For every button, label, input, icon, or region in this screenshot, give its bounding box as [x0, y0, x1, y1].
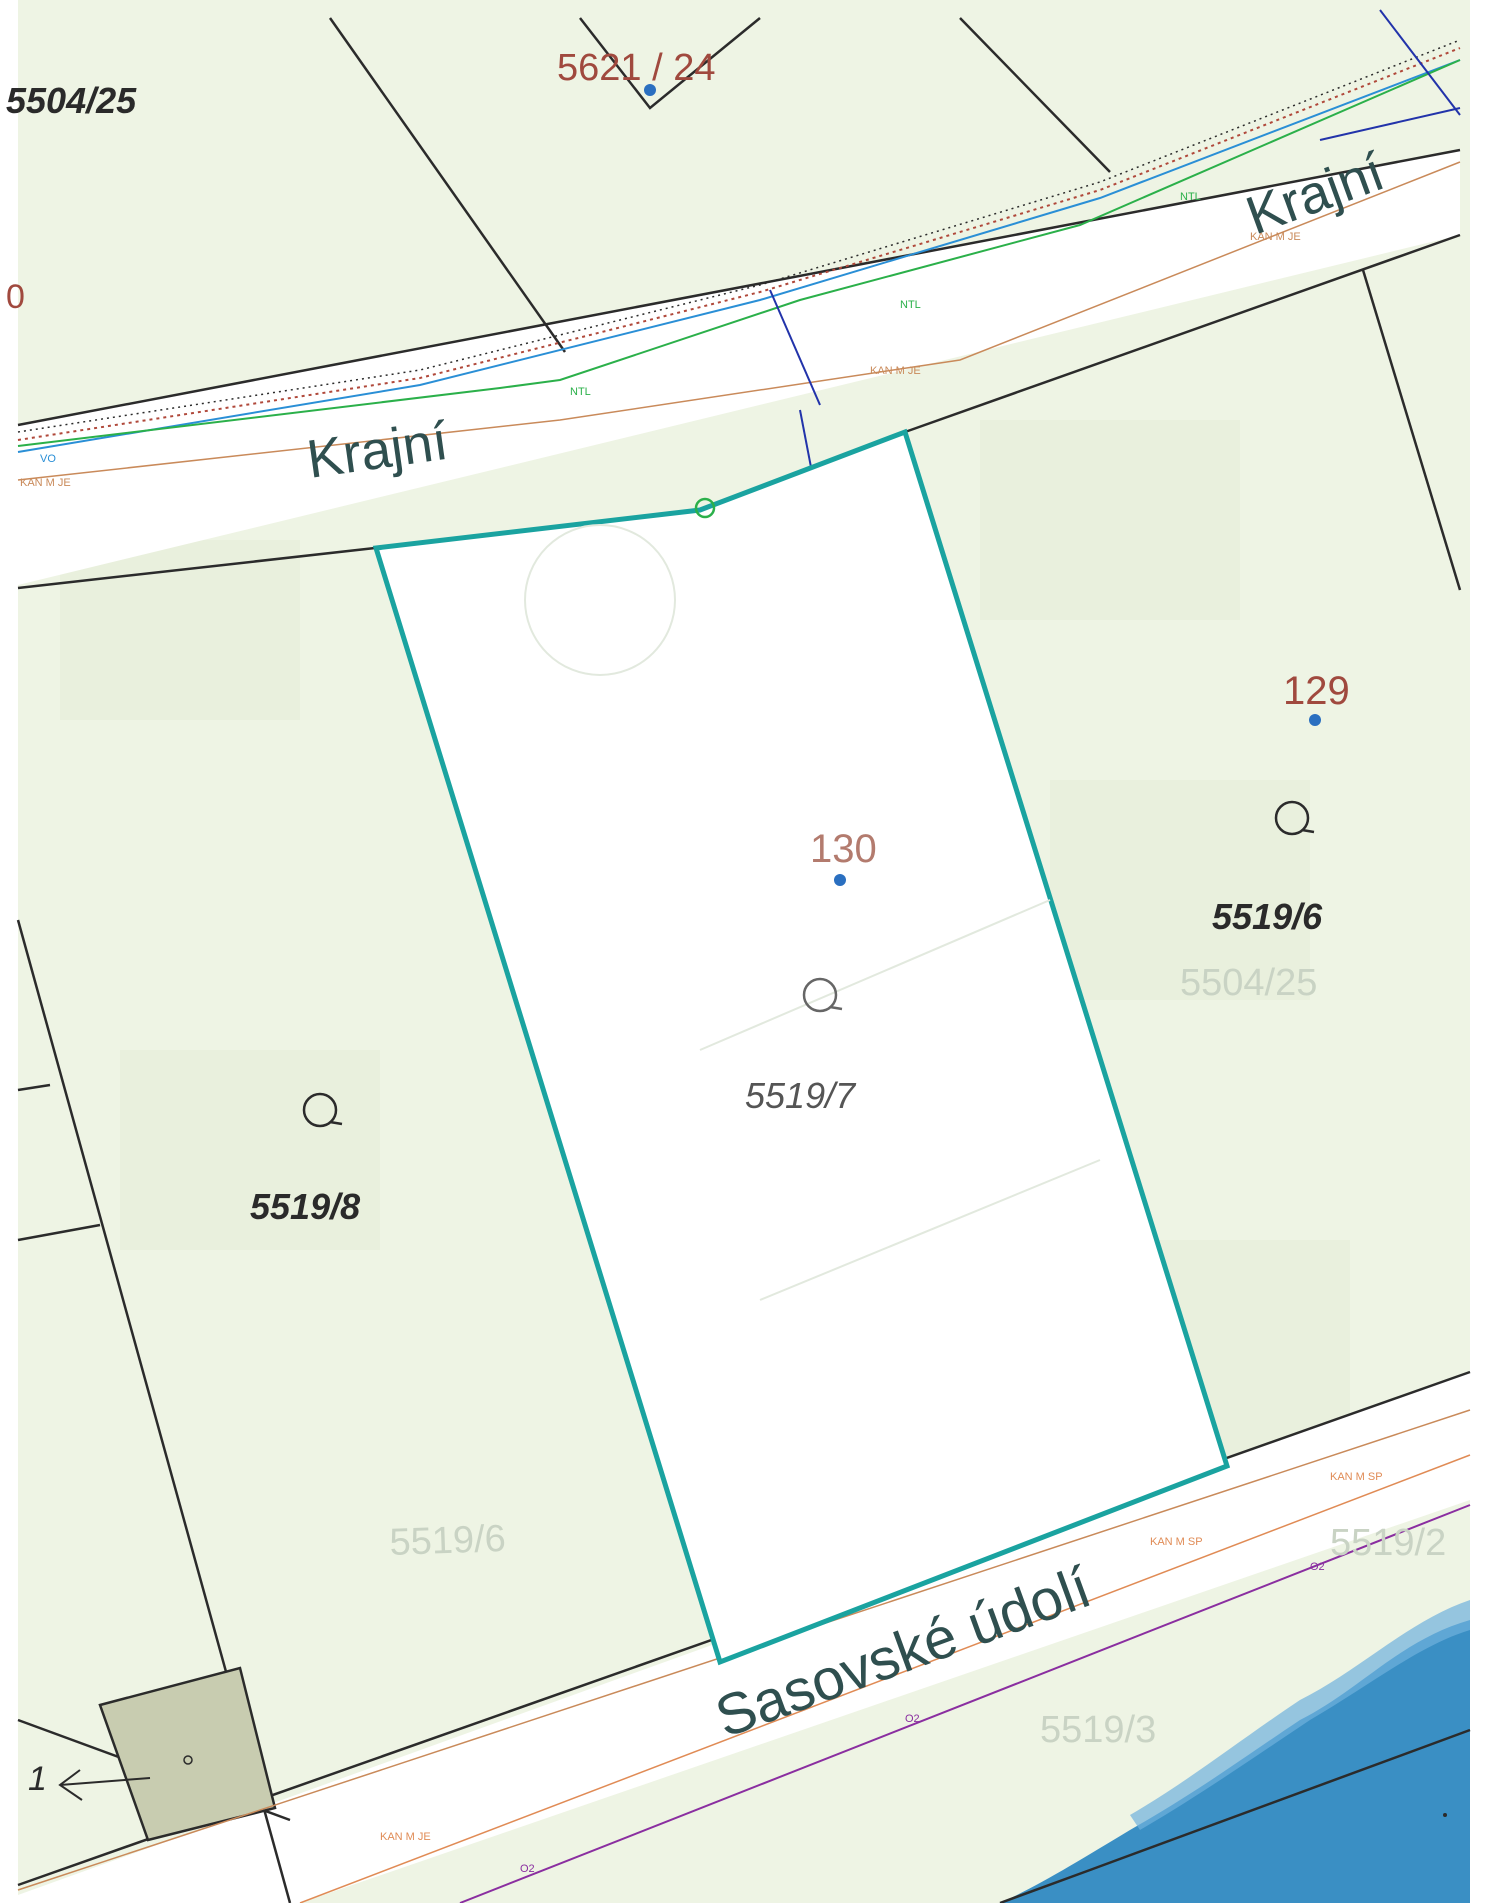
parcel-label-west-edge: 0 — [6, 278, 25, 316]
label-ntl: NTL — [570, 386, 591, 398]
parcel-label-north: 5621 / 24 — [557, 47, 715, 89]
parcel-faint-features — [524, 524, 1101, 1301]
label-kan-south-3: KAN M JE — [380, 1831, 431, 1843]
house-number-east: 129 — [1283, 669, 1350, 713]
address-point-icon — [1309, 714, 1321, 726]
label-kan-south-2: KAN M SP — [1330, 1471, 1383, 1483]
label-kan-north-3: KAN M JE — [1250, 231, 1301, 243]
black-dotted-line — [17, 39, 1461, 433]
faded-label-2: 5519/6 — [389, 1518, 507, 1564]
sewer-line-south-2 — [299, 1454, 1471, 1903]
arrow-left-icon — [58, 1769, 151, 1801]
road-krajni — [18, 150, 1460, 585]
o2-line — [459, 1504, 1471, 1903]
faded-label-3: 5519/3 — [1040, 1709, 1156, 1751]
water-pipe-blue — [1379, 9, 1461, 116]
parcel-symbol-icon — [694, 497, 716, 519]
label-kan-north-2: KAN M JE — [870, 365, 921, 377]
parcel-symbol-icon — [1274, 800, 1315, 836]
arrow-marker-label: 1 — [28, 1760, 47, 1798]
red-dotted-line — [17, 47, 1461, 441]
parcel-label-east: 5519/6 — [1212, 896, 1323, 937]
label-ntl-3: NTL — [1180, 191, 1201, 203]
parcel-label-main: 5519/7 — [745, 1075, 857, 1116]
map-right-white — [1470, 0, 1496, 1903]
utility-labels: VO NTL NTL NTL KAN M JE KAN M JE KAN M J… — [20, 191, 1383, 1875]
label-vo: VO — [40, 453, 56, 465]
building-point — [183, 1755, 193, 1765]
map-dot — [1443, 1813, 1447, 1817]
parcel-symbol-icon — [302, 1092, 343, 1128]
water-body-edge — [1130, 1600, 1470, 1830]
map-outer-white — [0, 0, 18, 1903]
parcel-label-west: 5519/8 — [250, 1186, 360, 1227]
label-o2-3: O2 — [520, 1863, 535, 1875]
label-o2: O2 — [1310, 1561, 1325, 1573]
water-pipe-blue-2 — [1319, 107, 1461, 141]
parcel-label-northwest: 5504/25 — [6, 80, 137, 121]
faded-labels: 5504/25 5519/6 5519/3 5519/2 — [389, 962, 1446, 1751]
faded-label-1: 5504/25 — [1180, 962, 1317, 1004]
label-kan-north: KAN M JE — [20, 477, 71, 489]
water-line — [17, 59, 1461, 453]
label-o2-2: O2 — [905, 1713, 920, 1725]
faded-label-4: 5519/2 — [1330, 1522, 1446, 1564]
parcel-symbol-icon — [802, 977, 843, 1013]
parcel-symbols — [302, 497, 1315, 1128]
sewer-line-north — [17, 161, 1461, 481]
address-point-icon — [834, 874, 846, 886]
parcel-5519-7[interactable] — [372, 428, 1231, 1666]
label-kan-south: KAN M SP — [1150, 1536, 1203, 1548]
address-point-icon — [644, 84, 656, 96]
house-number-main: 130 — [810, 827, 877, 871]
building — [98, 1666, 277, 1842]
label-ntl-2: NTL — [900, 299, 921, 311]
water-pipe-cross — [769, 289, 821, 406]
gas-line — [17, 59, 1461, 447]
